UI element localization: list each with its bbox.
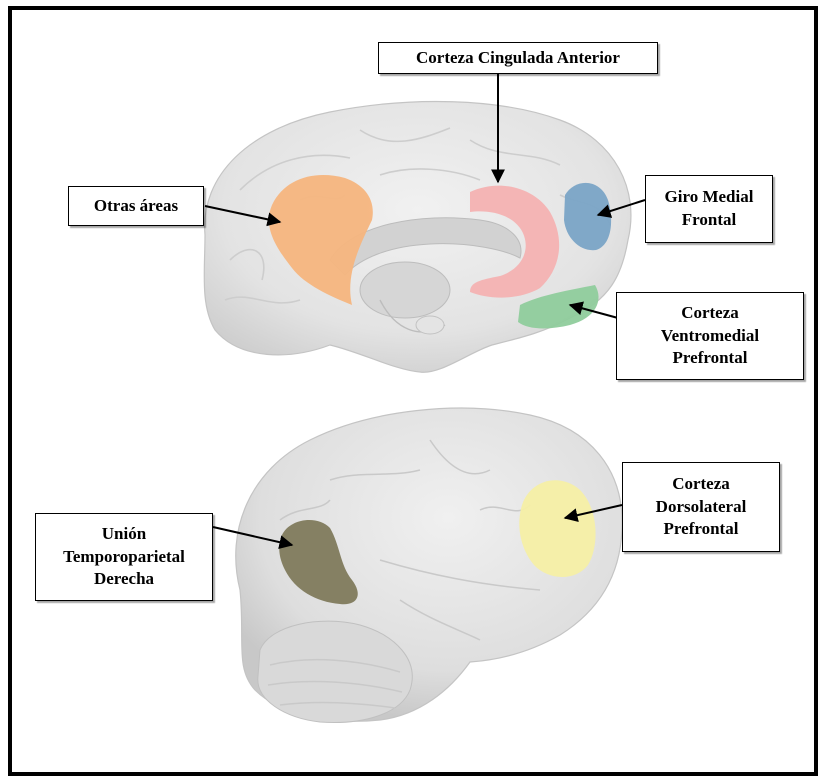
label-anterior-cingulate: Corteza Cingulada Anterior xyxy=(378,42,658,74)
label-ventromedial-prefrontal: Corteza Ventromedial Prefrontal xyxy=(616,292,804,380)
label-medial-frontal-gyrus: Giro Medial Frontal xyxy=(645,175,773,243)
label-other-areas: Otras áreas xyxy=(68,186,204,226)
label-right-tpj: Unión Temporoparietal Derecha xyxy=(35,513,213,601)
lateral-brain xyxy=(236,408,622,722)
label-dorsolateral-prefrontal: Corteza Dorsolateral Prefrontal xyxy=(622,462,780,552)
medial-brain xyxy=(204,102,631,373)
